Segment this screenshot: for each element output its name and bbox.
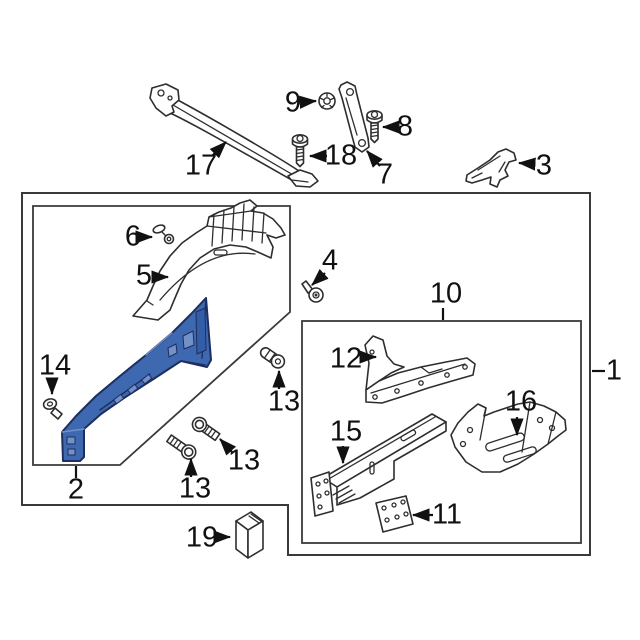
callout-part-11: 11 <box>431 498 463 531</box>
callout-part-14: 14 <box>38 349 72 382</box>
callout-part-1: 1 <box>605 354 623 387</box>
part-8-bolt-drawing <box>366 110 383 144</box>
leader-lines <box>45 95 605 544</box>
arrow-part-7 <box>366 150 383 168</box>
callout-part-3: 3 <box>535 149 553 182</box>
callout-part-7: 7 <box>376 158 394 191</box>
part-16-apron-rear-drawing <box>450 401 567 473</box>
part-3-bracket-drawing <box>465 148 517 188</box>
assembly-box-part-1 <box>21 192 591 556</box>
part-13-bolt-a-drawing <box>259 347 286 369</box>
callout-part-13c: 13 <box>178 472 212 505</box>
callout-part-2: 2 <box>67 473 85 506</box>
arrow-part-17 <box>209 141 227 159</box>
part-2-apron-highlighted-drawing <box>61 297 212 462</box>
part-18-bolt-drawing <box>291 134 309 168</box>
callout-part-9: 9 <box>284 86 302 119</box>
callout-part-15: 15 <box>329 415 363 448</box>
callout-part-6: 6 <box>124 220 142 253</box>
arrow-part-9 <box>299 95 318 109</box>
part-5-wheelhouse-drawing <box>132 199 286 321</box>
callout-part-13b: 13 <box>227 444 261 477</box>
arrow-part-3 <box>517 157 536 171</box>
part-14-rivet-drawing <box>42 398 63 420</box>
part-9-nut-drawing <box>318 92 336 110</box>
right-inner-box-part-10-group <box>301 320 582 544</box>
part-6-clip-drawing <box>152 224 175 245</box>
part-12-bracket-drawing <box>364 335 476 404</box>
callout-part-19: 19 <box>185 521 219 554</box>
callout-part-16: 16 <box>504 385 538 418</box>
part-7-brace-drawing <box>338 81 370 153</box>
part-15-rail-drawing <box>310 413 447 517</box>
callout-part-10: 10 <box>429 277 463 310</box>
arrow-part-4 <box>311 268 329 286</box>
part-17-crossmember-drawing <box>149 83 319 188</box>
callout-part-13a: 13 <box>267 385 301 418</box>
part-19-block-drawing <box>235 511 264 559</box>
callout-part-5: 5 <box>135 259 153 292</box>
callout-part-8: 8 <box>396 110 414 143</box>
part-4-clip-drawing <box>301 280 324 303</box>
callout-part-17: 17 <box>184 149 218 182</box>
arrow-part-13b <box>219 438 237 456</box>
callout-part-4: 4 <box>321 244 339 277</box>
part-11-plate-drawing <box>375 495 414 533</box>
callout-part-18: 18 <box>324 139 358 172</box>
callout-part-12: 12 <box>329 342 363 375</box>
part-13-bolt-b-drawing <box>191 416 221 442</box>
part-13-bolt-c-drawing <box>165 434 197 460</box>
